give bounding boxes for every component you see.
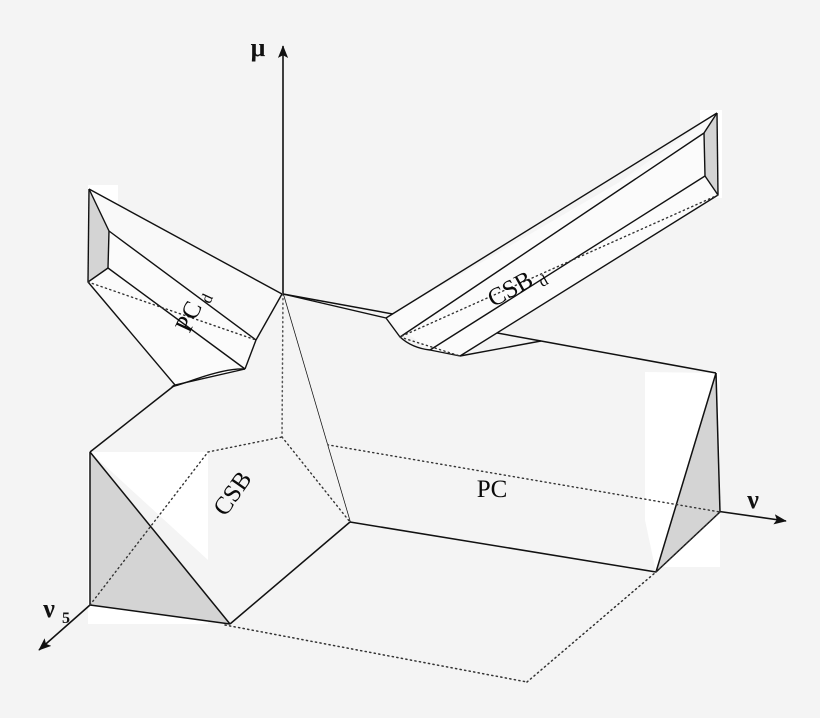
pc-outline-endcap-right [715,372,721,513]
csb-outline-endcap-diag [89,451,231,625]
pc-top-face [283,294,716,572]
hidden-base-outline [224,571,657,683]
pcd-outline-low-long [107,267,246,370]
csbd-outline-low-long [429,175,706,351]
mu-axis-label: μ [251,33,266,62]
csb-hidden-top-to-center [207,436,283,453]
pc-hidden-top-line [281,436,721,513]
csbd-endcap-gray [704,113,718,195]
csb-hidden-diag [89,451,209,606]
csb-endcap-white-face [92,452,208,530]
csb-outline-upper-left [89,384,176,453]
pcd-outline-cap-a [88,188,110,232]
pcd-outline-cap-d [87,188,90,283]
csbd-outline-cap-d [716,112,719,196]
csb-outline-endcap-base [89,604,231,625]
axis-labels: μ ν ν 5 [42,33,759,627]
axis-group [38,45,787,651]
csbd-outline-to-pc-top [459,340,542,357]
csb-outline-bottom-right [229,521,351,625]
pc-outline-bottom [349,521,657,573]
csbd-hidden-long-line [399,194,719,338]
csbd-outline-near-end-a [385,317,401,338]
csb-hidden-center-to-bottom [281,436,351,523]
csbd-outline-cap-b [703,132,706,177]
csb-hidden-vertical [281,293,284,438]
pcd-hidden-long-line [87,281,257,341]
region-pc-label: PC [477,476,508,503]
pcd-outline-near-end-a [255,293,283,341]
csbd-outline-near-curve [399,336,431,351]
pc-outline-endcap-diag [655,372,717,573]
nu-axis-line [715,510,787,525]
csbd-body-face-lower [430,176,718,356]
csbd-outline-near-end-c [429,349,461,357]
region-csbd-shape [282,112,719,357]
pc-endcap-shade [656,373,720,572]
pc-hidden-right-cap-line [655,511,721,573]
region-csb-shape [89,293,351,625]
pcd-outline-bottom-long [87,281,176,386]
base-front-right-edge [526,571,657,683]
pcd-body-face-lower [108,231,256,369]
pcd-outline-cap-c [87,267,109,283]
pcd-endcap-gray [88,189,109,282]
nu-axis-label: ν [746,485,759,514]
csbd-outline-to-center [282,293,387,319]
pcd-outline-mid-long [108,230,257,341]
region-pc-shape [281,293,721,573]
pcd-outline-cap-b [107,230,110,269]
pcd-outline-top-long [88,188,283,295]
pc-endcap-upper-white [645,372,716,572]
region-pcd-shape [87,188,283,388]
pcd-body-face-upper [89,189,282,340]
pcd-outline-near-curve [171,368,246,388]
csbd-outline-mid-long [399,132,705,338]
pcd-body-face-bottom [88,268,245,385]
csbd-outline-bottom-long [459,194,719,357]
csbd-outline-top-long [385,112,718,319]
csbd-body-face-mid [386,133,705,350]
csbd-hidden-near-line [399,336,461,357]
csbd-outline-cap-a [703,112,718,134]
nu5-axis-line [38,604,91,651]
pcd-outline-near-end-b [244,339,257,370]
nu5-axis-label: ν [42,594,55,623]
nu5-axis-label-subscript: 5 [62,610,70,627]
base-front-left-edge [224,624,528,683]
csbd-outline-cap-c [704,175,719,196]
